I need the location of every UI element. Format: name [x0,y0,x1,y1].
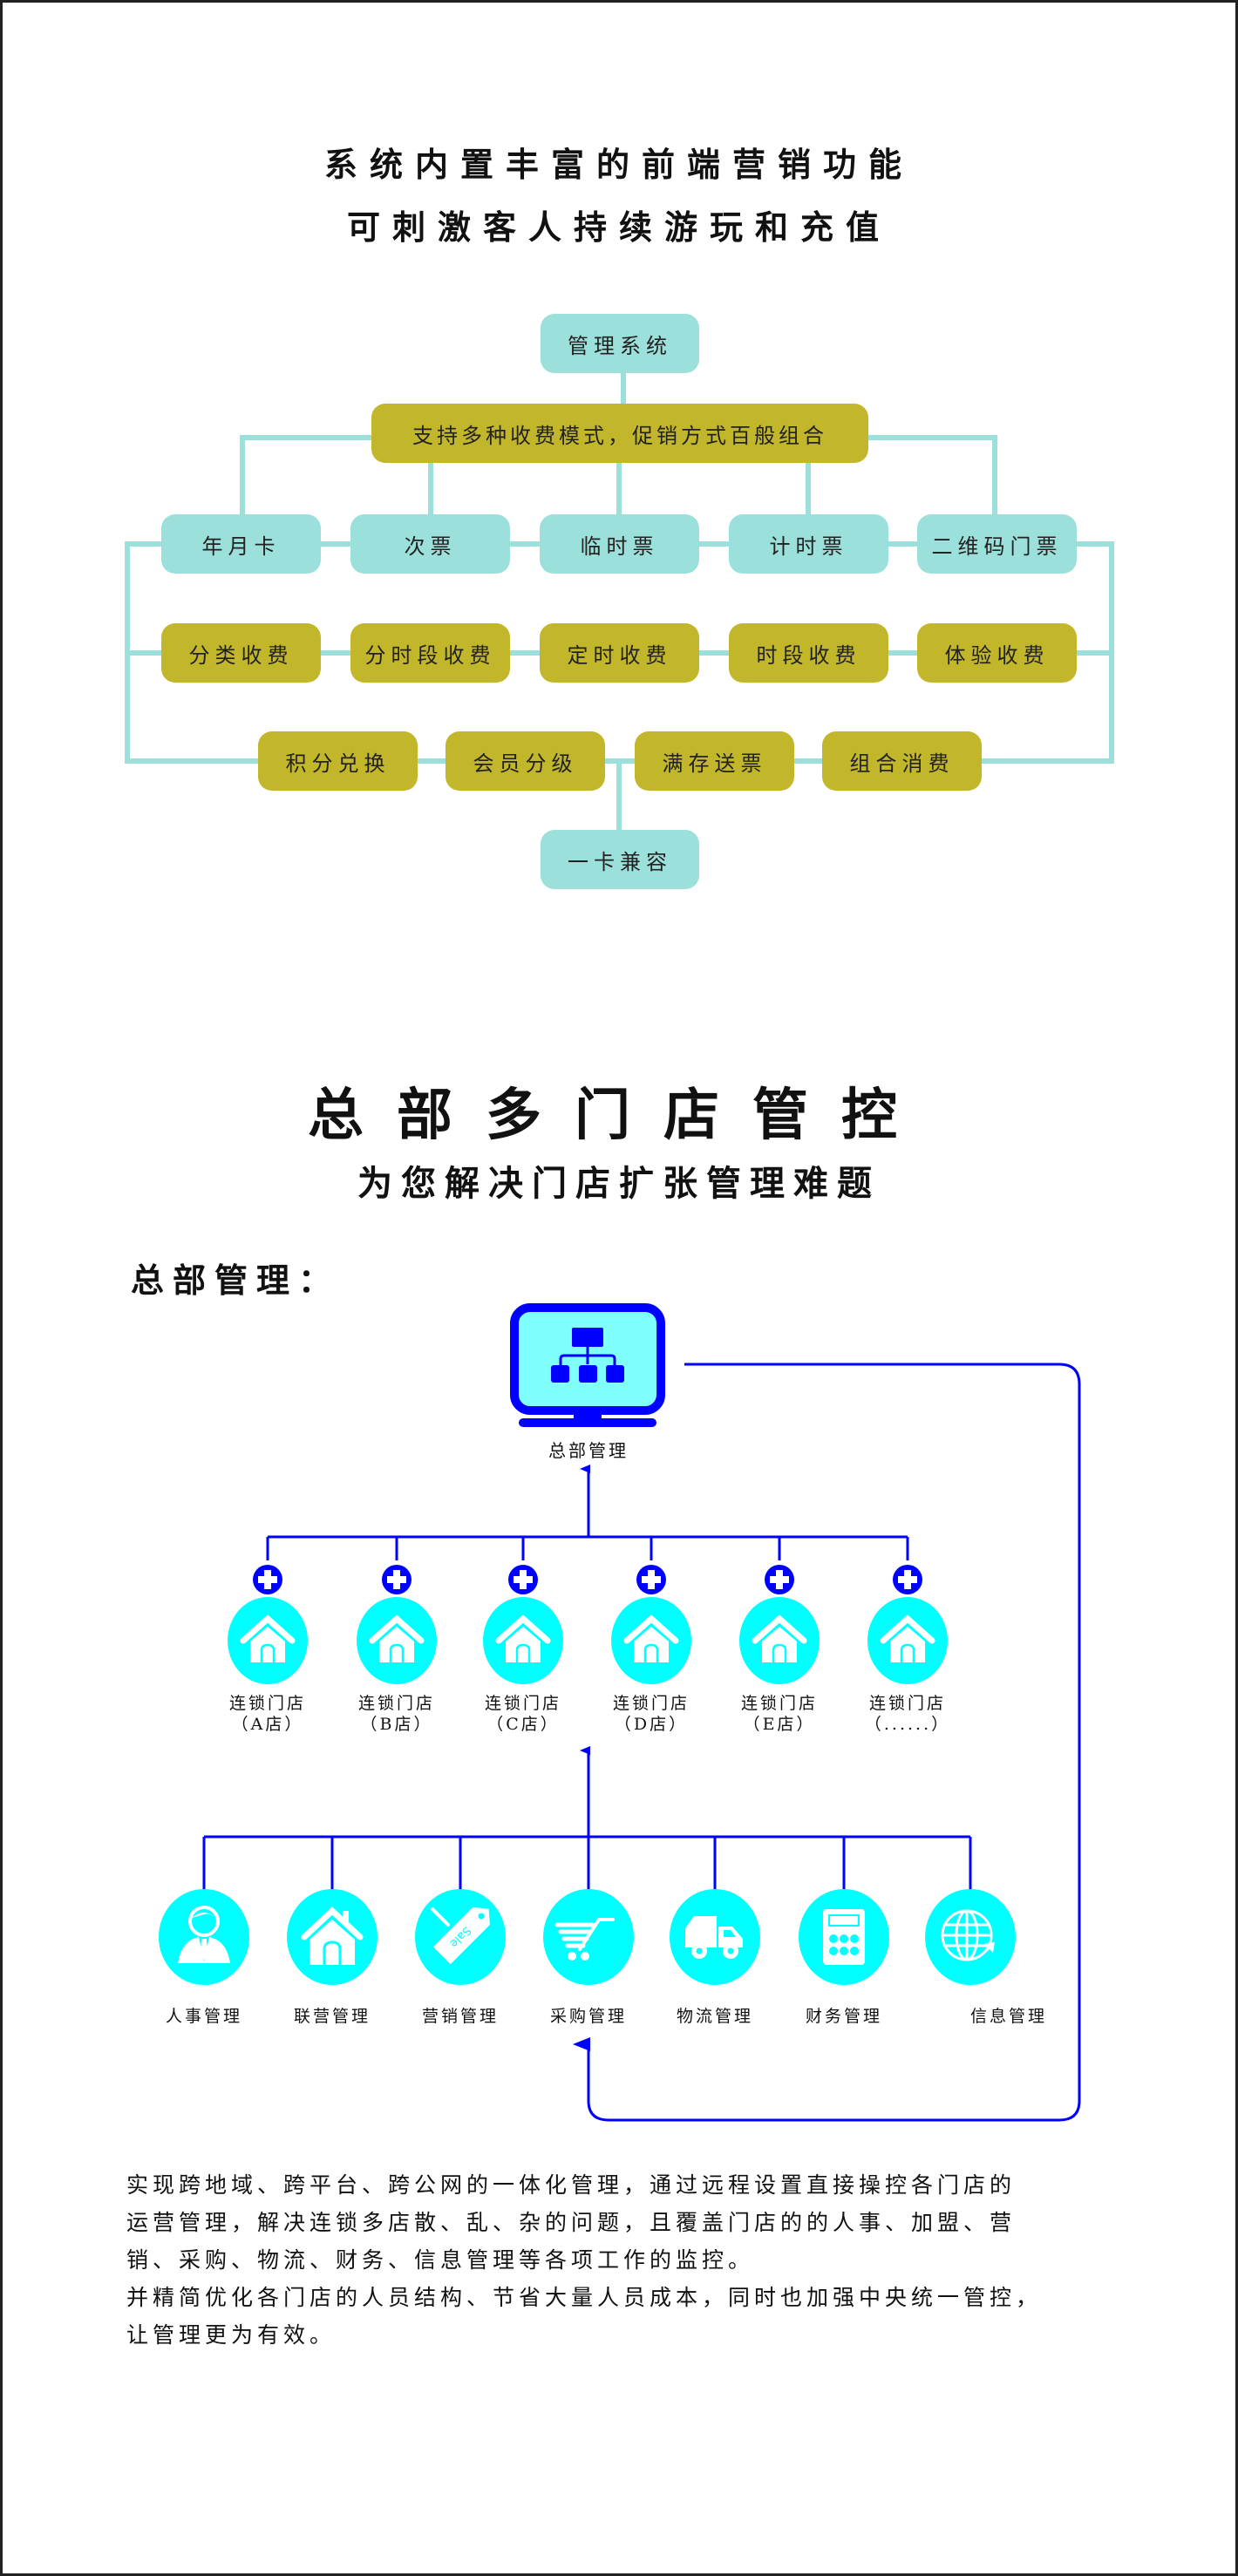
node-row1: 二维码门票 [917,514,1077,574]
module-label: 信息管理 [969,2007,1047,2026]
hq-heading: 总部管理： [131,1261,341,1300]
store-label: 连锁门店 （E店） [718,1693,840,1735]
store-label: 连锁门店 （B店） [336,1693,458,1735]
store-branch: （E店） [743,1715,816,1734]
store-node [739,1565,820,1684]
node-row2: 分类收费 [161,623,321,683]
node-row1: 次票 [350,514,510,574]
sale-tag-icon: Sale [415,1889,506,1985]
store-branch: （......） [864,1715,951,1734]
connector [1109,541,1114,764]
node-row2: 时段收费 [729,623,888,683]
connector [125,541,130,764]
connector [616,758,622,832]
node-row3: 组合消费 [822,731,982,791]
truck-icon [670,1889,760,1985]
store-house-icon [739,1597,820,1684]
description-paragraph: 实现跨地域、跨平台、跨公网的一体化管理，通过远程设置直接操控各门店的 运营管理，… [126,2166,1129,2354]
store-label: 连锁门店 （C店） [462,1693,584,1735]
node-row3: 满存送票 [635,731,794,791]
plus-icon [636,1565,666,1594]
store-branch: （C店） [486,1715,560,1734]
store-name: 连锁门店 [228,1694,306,1713]
module-label: 财务管理 [805,2007,882,2026]
connector [621,373,626,404]
connector [806,462,811,515]
store-name: 连锁门店 [612,1694,690,1713]
module-label: 物流管理 [676,2007,753,2026]
store-branch: （D店） [614,1715,689,1734]
module-label: 联营管理 [293,2007,371,2026]
connector [240,435,245,515]
feedback-loop-line [573,1363,1081,2122]
module-label: 采购管理 [549,2007,627,2026]
store-house-icon [228,1597,308,1684]
node-row2: 定时收费 [540,623,699,683]
plus-icon [382,1565,412,1594]
node-row2: 分时段收费 [350,623,510,683]
store-name: 连锁门店 [868,1694,946,1713]
connector [428,462,433,515]
node-row1: 临时票 [540,514,699,574]
store-node [228,1565,308,1684]
connector [992,435,997,515]
section2-subtitle: 为您解决门店扩张管理难题 [357,1163,881,1204]
store-house-icon [483,1597,563,1684]
store-label: 连锁门店 （D店） [590,1693,712,1735]
root-node: 管理系统 [541,314,699,373]
hub-node: 支持多种收费模式，促销方式百般组合 [371,404,868,463]
paragraph-line: 并精简优化各门店的人员结构、节省大量人员成本，同时也加强中央统一管控， [126,2285,1043,2310]
store-name: 连锁门店 [357,1694,435,1713]
house-icon [287,1889,378,1985]
section1-title-line1: 系统内置丰富的前端营销功能 [323,145,914,184]
paragraph-line: 让管理更为有效。 [126,2322,337,2348]
section2-title: 总部多门店管控 [308,1083,930,1148]
monitor-icon [510,1303,665,1427]
plus-icon [765,1565,794,1594]
calculator-icon [799,1889,889,1985]
store-name: 连锁门店 [484,1694,561,1713]
person-icon [159,1889,249,1985]
shopping-cart-icon [543,1889,634,1985]
store-node [611,1565,691,1684]
node-row3: 会员分级 [446,731,605,791]
plus-icon [508,1565,538,1594]
paragraph-line: 运营管理，解决连锁多店散、乱、杂的问题，且覆盖门店的的人事、加盟、营 [126,2210,1017,2235]
paragraph-line: 销、采购、物流、财务、信息管理等各项工作的监控。 [126,2247,755,2273]
node-row2: 体验收费 [917,623,1077,683]
store-node [357,1565,437,1684]
store-label: 连锁门店 （A店） [207,1693,329,1735]
node-row1: 计时票 [729,514,888,574]
plus-icon [893,1565,922,1594]
module-label: 人事管理 [165,2007,242,2026]
store-house-icon [357,1597,437,1684]
store-branch: （A店） [231,1715,304,1734]
section1-title-line2: 可刺激客人持续游玩和充值 [346,207,891,247]
store-branch: （B店） [360,1715,433,1734]
globe-icon [925,1889,1016,1985]
module-label: 营销管理 [421,2007,499,2026]
store-house-icon [867,1597,948,1684]
store-label: 连锁门店 （......） [847,1693,969,1735]
connector [616,462,622,515]
paragraph-line: 实现跨地域、跨平台、跨公网的一体化管理，通过远程设置直接操控各门店的 [126,2172,1017,2198]
leaf-node: 一卡兼容 [541,830,699,889]
store-name: 连锁门店 [740,1694,818,1713]
node-row1: 年月卡 [161,514,321,574]
store-node [483,1565,563,1684]
plus-icon [253,1565,282,1594]
store-house-icon [611,1597,691,1684]
node-row3: 积分兑换 [258,731,418,791]
store-node [867,1565,948,1684]
hq-label: 总部管理 [548,1440,629,1461]
